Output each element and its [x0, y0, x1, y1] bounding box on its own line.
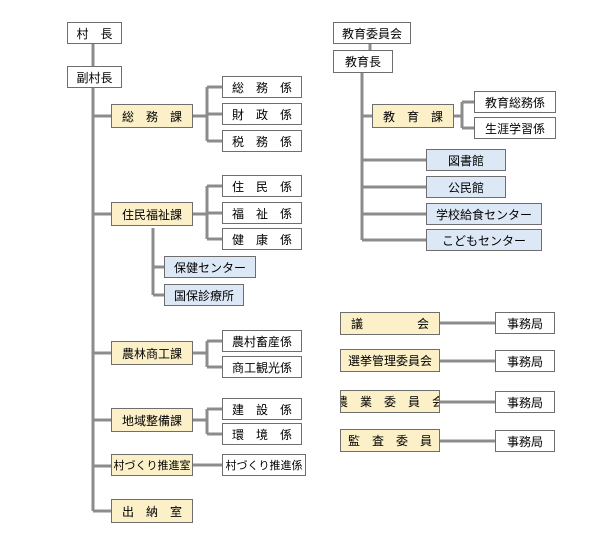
- education-board-box: 教育委員会: [333, 22, 411, 44]
- education-admin-unit: 教育総務係: [474, 91, 556, 113]
- clinic-facility: 国保診療所: [164, 284, 244, 306]
- assembly-label-left: 議: [351, 317, 364, 331]
- assembly-office: 事務局: [495, 312, 555, 334]
- community-hall-facility: 公民館: [426, 176, 506, 198]
- tourism-unit: 商工観光係: [222, 356, 302, 378]
- tax-unit: 税 務 係: [222, 130, 302, 152]
- general-affairs-unit: 総 務 係: [222, 76, 302, 98]
- health-unit: 健 康 係: [222, 228, 302, 250]
- construction-unit: 建 設 係: [222, 398, 302, 420]
- resident-welfare-section: 住民福祉課: [111, 202, 193, 226]
- welfare-unit: 福 祉 係: [222, 202, 302, 224]
- children-center-facility: こどもセンター: [426, 229, 542, 251]
- deputy-mayor-box: 副村長: [67, 66, 122, 88]
- audit-committee-office: 事務局: [495, 430, 555, 452]
- election-committee-box: 選挙管理委員会: [340, 349, 440, 372]
- livestock-unit: 農村畜産係: [222, 330, 302, 352]
- agriculture-committee-office: 事務局: [495, 391, 555, 413]
- health-center-facility: 保健センター: [164, 256, 256, 278]
- audit-committee-box: 監 査 委 員: [340, 429, 440, 452]
- agriculture-committee-box: 農 業 委 員 会: [340, 390, 440, 413]
- general-affairs-section: 総 務 課: [111, 104, 193, 128]
- election-committee-office: 事務局: [495, 350, 555, 372]
- library-facility: 図書館: [426, 149, 506, 171]
- finance-unit: 財 政 係: [222, 103, 302, 125]
- superintendent-box: 教育長: [333, 50, 393, 73]
- regional-development-section: 地域整備課: [111, 408, 193, 432]
- agriculture-commerce-section: 農林商工課: [111, 341, 193, 365]
- village-promotion-unit: 村づくり推進係: [222, 454, 306, 476]
- resident-unit: 住 民 係: [222, 175, 302, 197]
- education-section: 教 育 課: [372, 104, 454, 128]
- village-promotion-office: 村づくり推進室: [111, 454, 193, 476]
- lifelong-learning-unit: 生涯学習係: [474, 117, 556, 139]
- mayor-box: 村 長: [67, 22, 122, 44]
- assembly-label-right: 会: [416, 317, 429, 331]
- environment-unit: 環 境 係: [222, 423, 302, 445]
- school-lunch-center-facility: 学校給食センター: [426, 203, 542, 225]
- treasury-office: 出 納 室: [111, 499, 193, 523]
- assembly-box: 議 会: [340, 312, 440, 335]
